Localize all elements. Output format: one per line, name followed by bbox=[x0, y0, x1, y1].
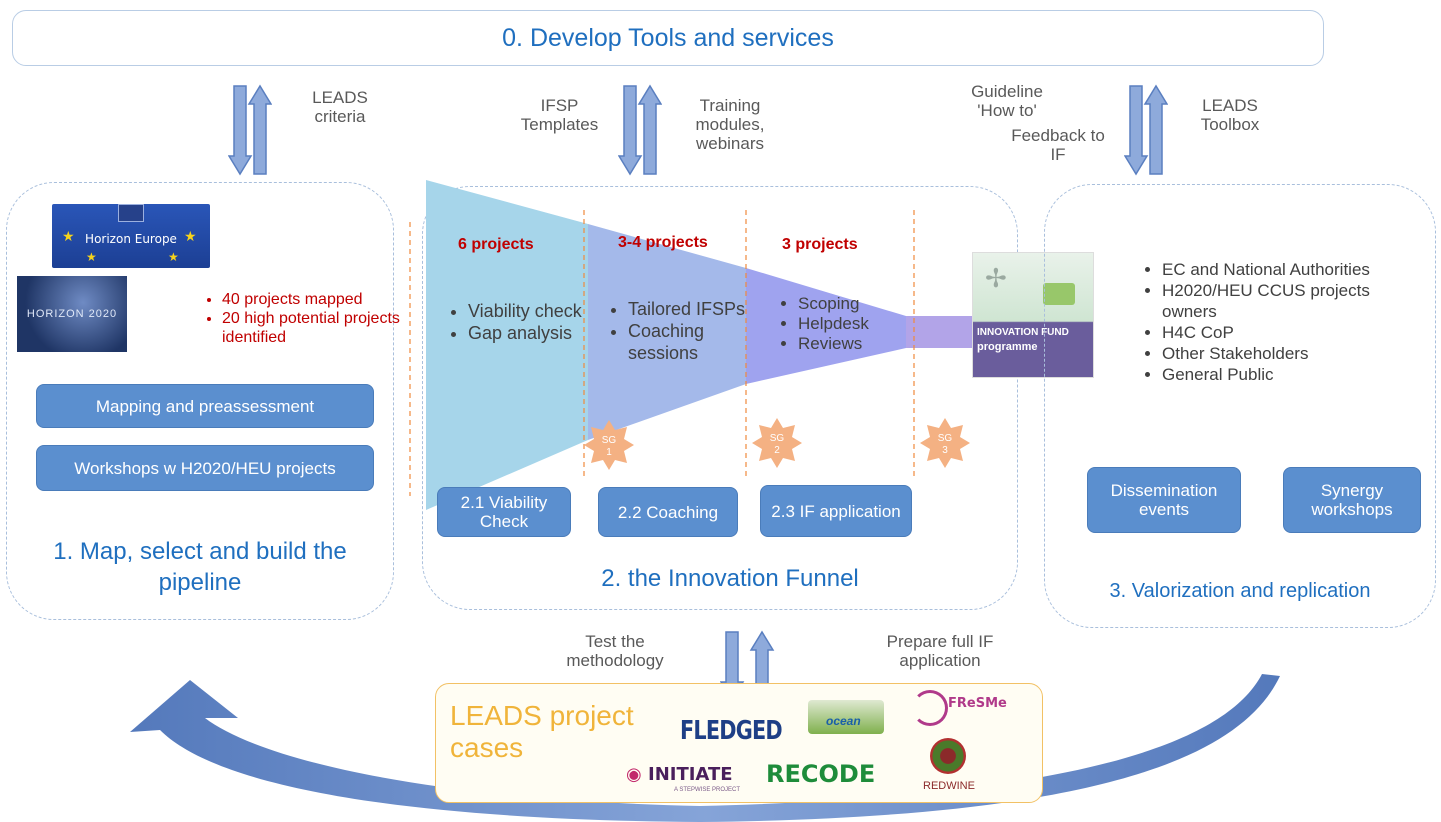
if-application-button[interactable]: 2.3 IF application bbox=[760, 485, 912, 537]
section-1-title: 1. Map, select and build the pipeline bbox=[53, 538, 347, 596]
develop-tools-header: 0. Develop Tools and services bbox=[12, 10, 1324, 66]
label-test-methodology: Test the methodology bbox=[566, 632, 664, 670]
phase-2-count: 3-4 projects bbox=[618, 234, 708, 251]
label-ifsp-templates: IFSP Templates bbox=[520, 96, 599, 134]
result-item: 20 high potential projects identified bbox=[222, 309, 412, 347]
mapping-results: 40 projects mapped 20 high potential pro… bbox=[206, 290, 412, 347]
double-arrow-2 bbox=[618, 84, 662, 176]
stakeholder-item: General Public bbox=[1162, 364, 1392, 385]
phase-2-items: Tailored IFSPs Coaching sessions bbox=[608, 298, 748, 364]
stakeholder-item: H2020/HEU CCUS projects owners bbox=[1162, 280, 1392, 322]
initiate-logo: ◉ INITIATE bbox=[626, 764, 733, 785]
section-3-title: 3. Valorization and replication bbox=[1109, 580, 1371, 602]
label-feedback: Feedback to IF bbox=[1011, 126, 1105, 164]
initiate-tagline: A STEPWISE PROJECT bbox=[674, 787, 741, 793]
section-2-title: 2. the Innovation Funnel bbox=[601, 565, 859, 592]
label-guideline: Guideline 'How to' bbox=[971, 82, 1043, 120]
mapping-button[interactable]: Mapping and preassessment bbox=[36, 384, 374, 428]
horizon-europe-logo: Horizon Europe ★ ★ ★ ★ bbox=[52, 204, 210, 268]
workshops-button[interactable]: Workshops w H2020/HEU projects bbox=[36, 445, 374, 491]
phase-item: Reviews bbox=[798, 334, 918, 354]
label-training: Training modules, webinars bbox=[695, 96, 765, 153]
fledged-logo: FLEDGED bbox=[680, 716, 783, 746]
section-1-box bbox=[6, 182, 394, 620]
phase-1-items: Viability check Gap analysis bbox=[448, 300, 588, 344]
label-prepare-full: Prepare full IF application bbox=[886, 632, 994, 670]
phase-3-count: 3 projects bbox=[782, 236, 858, 253]
stakeholder-list: EC and National Authorities H2020/HEU CC… bbox=[1140, 259, 1392, 385]
project-cases-title: LEADS project cases bbox=[450, 700, 634, 763]
section-3-box bbox=[1044, 184, 1436, 628]
coaching-button[interactable]: 2.2 Coaching bbox=[598, 487, 738, 537]
stage-gate-1: SG 1 bbox=[584, 420, 634, 470]
phase-item: Viability check bbox=[468, 300, 588, 322]
horizon-2020-logo: HORIZON 2020 bbox=[17, 276, 127, 352]
phase-3-items: Scoping Helpdesk Reviews bbox=[778, 294, 918, 354]
label-toolbox: LEADS Toolbox bbox=[1200, 96, 1260, 134]
stakeholder-item: H4C CoP bbox=[1162, 322, 1392, 343]
result-item: 40 projects mapped bbox=[222, 290, 412, 309]
stakeholder-item: EC and National Authorities bbox=[1162, 259, 1392, 280]
phase-item: Scoping bbox=[798, 294, 918, 314]
dissemination-events-button[interactable]: Dissemination events bbox=[1087, 467, 1241, 533]
phase-1-count: 6 projects bbox=[458, 236, 534, 253]
double-arrow-1 bbox=[228, 84, 272, 176]
viability-check-button[interactable]: 2.1 Viability Check bbox=[437, 487, 571, 537]
wind-turbine-icon: ✢ bbox=[985, 263, 1007, 293]
stage-gate-3: SG 3 bbox=[920, 418, 970, 468]
double-arrow-3 bbox=[1124, 84, 1168, 176]
synergy-workshops-button[interactable]: Synergy workshops bbox=[1283, 467, 1421, 533]
stakeholder-item: Other Stakeholders bbox=[1162, 343, 1392, 364]
phase-item: Coaching sessions bbox=[628, 320, 748, 364]
stage-gate-2: SG 2 bbox=[752, 418, 802, 468]
fresme-logo: FReSMe bbox=[906, 688, 1018, 728]
phase-item: Gap analysis bbox=[468, 322, 588, 344]
recode-logo: RECODE bbox=[766, 760, 876, 788]
redwine-logo: REDWINE bbox=[916, 738, 982, 800]
phase-item: Helpdesk bbox=[798, 314, 918, 334]
label-leads-criteria: LEADS criteria bbox=[312, 88, 368, 126]
phase-item: Tailored IFSPs bbox=[628, 298, 748, 320]
innovation-fund-image: ✢ INNOVATION FUND programme bbox=[972, 252, 1094, 378]
section-2-box bbox=[422, 186, 1018, 610]
ocean-logo: ocean bbox=[808, 700, 884, 734]
factory-icon bbox=[1043, 283, 1075, 305]
initiate-mark-icon: ◉ bbox=[626, 764, 642, 785]
